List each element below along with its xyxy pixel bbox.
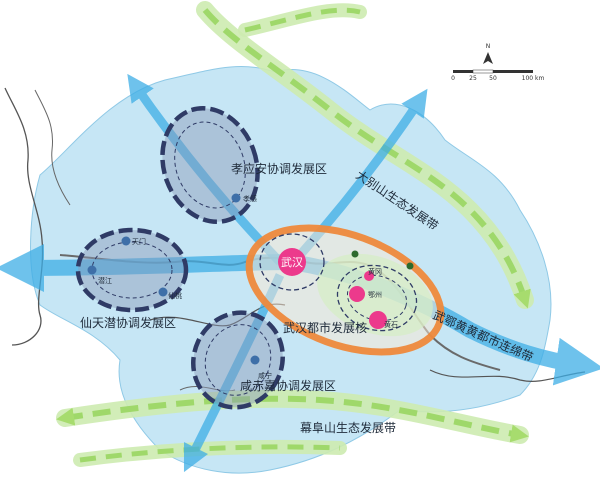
city-dot-qianjiang bbox=[87, 265, 97, 275]
north-label: N bbox=[486, 43, 491, 50]
boundary-line-west-2 bbox=[34, 89, 71, 206]
eco-belt-dabie bbox=[196, 1, 534, 309]
city-dot-green-1 bbox=[351, 250, 359, 258]
zone-label-metro: 武汉都市发展核 bbox=[283, 320, 367, 335]
city-label-tianmen: 天门 bbox=[132, 237, 146, 246]
city-dot-xiantao bbox=[158, 287, 168, 297]
scale-tick-0: 0 bbox=[451, 75, 455, 82]
north-arrow: N bbox=[483, 43, 493, 64]
city-label-xianning: 咸宁 bbox=[258, 371, 272, 380]
eco-belt-mufu bbox=[56, 389, 529, 467]
scale-bar: 0 25 50 100 km bbox=[451, 69, 545, 82]
city-dot-ezhou bbox=[349, 286, 365, 302]
city-label-huangshi: 黄石 bbox=[384, 320, 398, 329]
north-arrow-icon bbox=[483, 52, 493, 64]
city-dot-huanggang bbox=[364, 271, 374, 281]
city-label-huanggang: 黄冈 bbox=[368, 267, 382, 276]
city-dot-green-2 bbox=[406, 262, 414, 270]
city-label-ezhou: 鄂州 bbox=[368, 290, 382, 299]
zone-xiaoying bbox=[160, 106, 260, 224]
city-dot-wuhan bbox=[278, 248, 306, 276]
zone-xianchi bbox=[191, 310, 285, 410]
boundary-line-west bbox=[4, 87, 44, 346]
corridor-label-mufu: 幕阜山生态发展带 bbox=[300, 420, 396, 435]
city-label-qianjiang: 潜江 bbox=[98, 276, 112, 285]
city-dot-xiaogan bbox=[231, 193, 241, 203]
scale-tick-50: 50 bbox=[489, 75, 497, 82]
zone-label-xiantianqian: 仙天潜协调发展区 bbox=[80, 315, 176, 330]
city-label-wuhan: 武汉 bbox=[281, 256, 303, 269]
boundary-line-south-2 bbox=[179, 385, 236, 392]
city-label-xiantao: 仙桃 bbox=[168, 291, 182, 300]
city-dot-huangshi bbox=[369, 311, 387, 329]
city-dot-xianning bbox=[250, 355, 260, 365]
city-label-xiaogan: 孝感 bbox=[243, 194, 257, 203]
scale-tick-25: 25 bbox=[469, 75, 477, 82]
zone-label-xianchi: 咸赤嘉协调发展区 bbox=[240, 378, 336, 393]
city-dot-tianmen bbox=[121, 236, 131, 246]
cities: 武汉 鄂州 黄石 黄冈 天门 潜江 仙桃 孝感 咸宁 bbox=[87, 193, 414, 380]
zone-label-xiaoying: 孝应安协调发展区 bbox=[231, 161, 327, 176]
scale-tick-100: 100 km bbox=[522, 75, 545, 82]
